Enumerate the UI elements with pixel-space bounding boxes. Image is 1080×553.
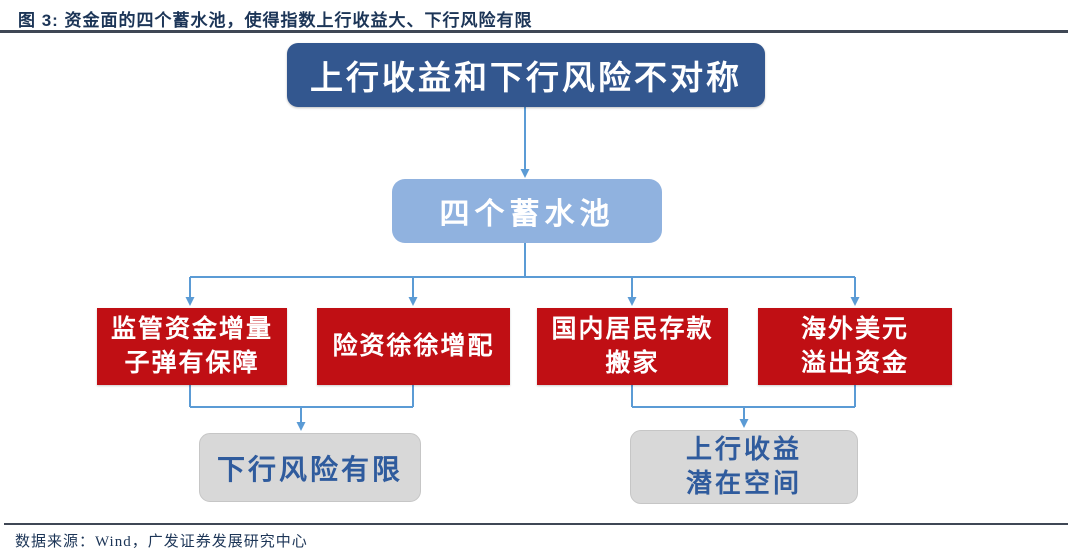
branch-label-line: 险资徐徐增配 (332, 332, 495, 360)
node-outcome-limited-downside: 下行风险有限 (199, 433, 421, 502)
node-root-asymmetry: 上行收益和下行风险不对称 (287, 43, 765, 107)
outcome-label-line: 潜在空间 (685, 469, 802, 498)
node-hub-four-reservoirs: 四个蓄水池 (392, 179, 662, 243)
branch-label-line: 溢出资金 (800, 349, 909, 377)
branch-label-line: 国内居民存款 (551, 315, 714, 343)
node-branch-insurance-funds: 险资徐徐增配 (317, 308, 510, 385)
line-merge-left (189, 385, 414, 408)
node-branch-household-deposits: 国内居民存款 搬家 (537, 308, 728, 385)
node-outcome-upside-potential: 上行收益 潜在空间 (630, 430, 858, 504)
outcome-label-line: 下行风险有限 (216, 454, 403, 486)
source-divider (4, 523, 1068, 525)
branch-label-line: 搬家 (605, 349, 660, 377)
branch-label-line: 子弹有保障 (124, 349, 260, 377)
node-root-label: 上行收益和下行风险不对称 (310, 61, 742, 97)
data-source: 数据来源：Wind，广发证券发展研究中心 (15, 534, 308, 550)
node-hub-label: 四个蓄水池 (439, 198, 615, 231)
title-divider (0, 30, 1068, 33)
branch-label-line: 海外美元 (800, 315, 909, 343)
node-branch-overseas-dollars: 海外美元 溢出资金 (758, 308, 952, 385)
line-merge-right (631, 385, 856, 408)
figure-title: 图 3: 资金面的四个蓄水池，使得指数上行收益大、下行风险有限 (18, 11, 533, 30)
branch-label-line: 监管资金增量 (110, 315, 273, 343)
node-branch-regulatory-funds: 监管资金增量 子弹有保障 (97, 308, 287, 385)
outcome-label-line: 上行收益 (685, 435, 802, 464)
